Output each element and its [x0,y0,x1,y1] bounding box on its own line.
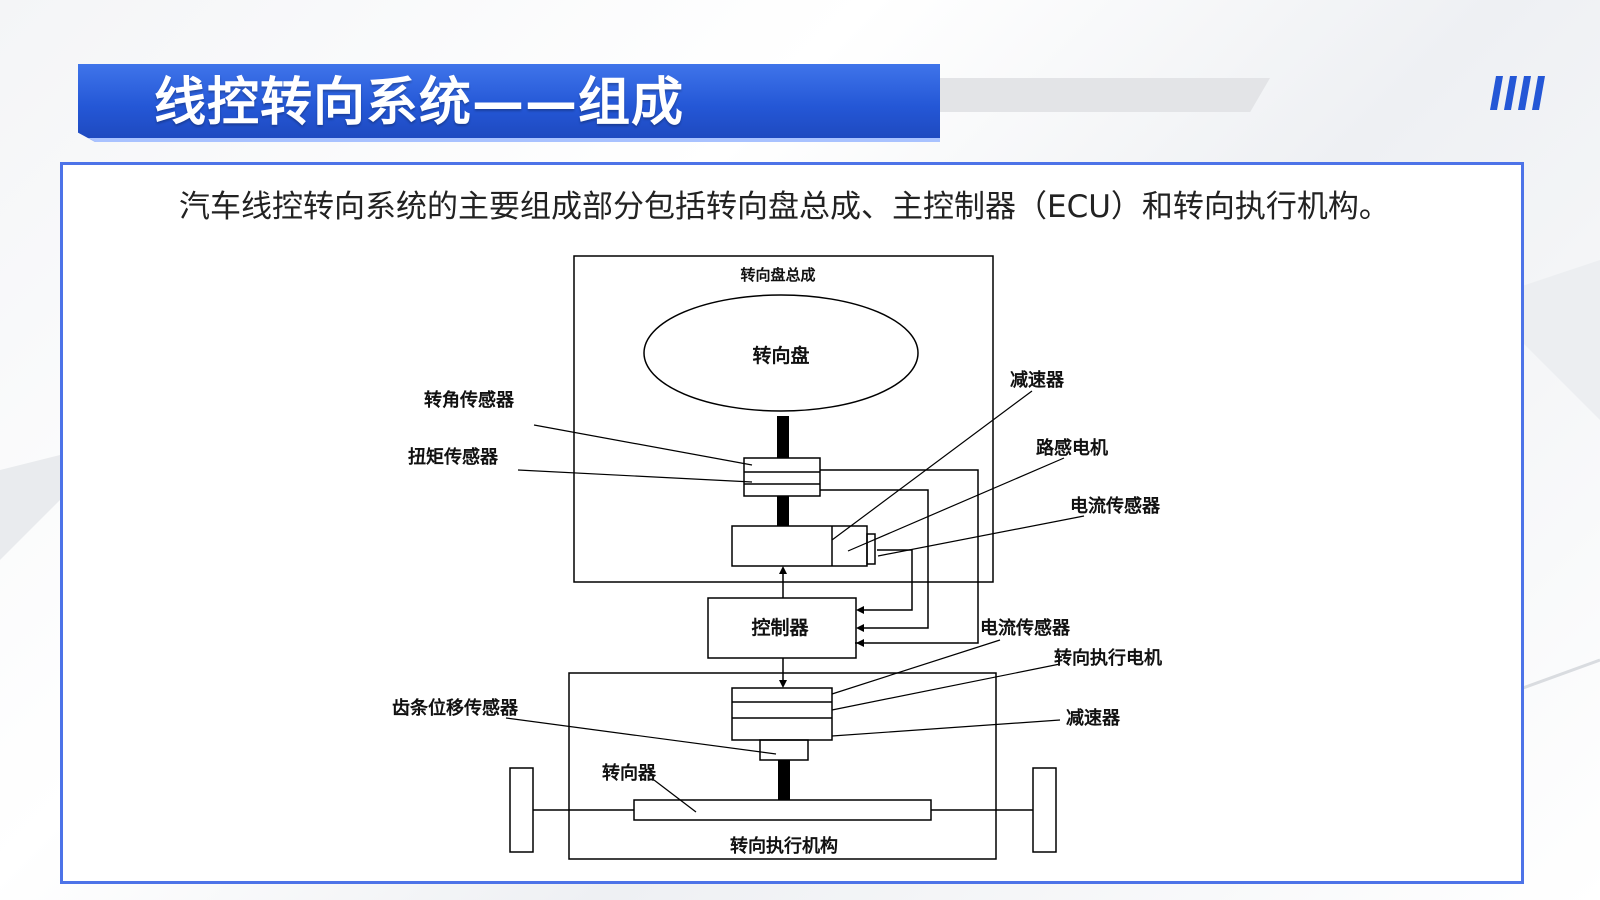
angle-torque-sensor-box [743,457,821,497]
diagonal-stripes-icon [1490,76,1545,110]
middle-shaft [777,496,789,526]
lower-shaft [778,760,790,800]
title-banner-tail [940,78,1270,112]
label-rack-displacement-sensor: 齿条位移传感器 [392,697,519,719]
rack-sensor-box [759,739,809,761]
steering-wheel-shape [643,294,919,412]
current-sensor-top-box [866,533,876,565]
steering-gear-rack [633,799,932,821]
label-angle-sensor: 转角传感器 [424,389,515,411]
label-reducer-top: 减速器 [1010,369,1065,391]
title-banner: 线控转向系统——组成 [78,64,940,142]
content-frame: 汽车线控转向系统的主要组成部分包括转向盘总成、主控制器（ECU）和转向执行机构。 [60,162,1524,884]
label-reducer-bottom: 减速器 [1066,707,1121,729]
actuator-assembly-box [568,672,997,860]
right-wheel [1032,767,1057,853]
actuator-motor-box [731,687,833,741]
label-actuator-assembly: 转向执行机构 [730,835,838,857]
inner-frame [820,469,979,644]
label-current-sensor-bottom: 电流传感器 [980,617,1071,639]
upper-shaft [777,416,789,458]
label-steering-gear: 转向器 [602,762,657,784]
label-controller: 控制器 [751,616,809,639]
left-wheel [509,767,534,853]
label-steering-wheel: 转向盘 [752,344,809,367]
intro-paragraph: 汽车线控转向系统的主要组成部分包括转向盘总成、主控制器（ECU）和转向执行机构。 [179,189,1390,225]
label-steering-actuator-motor: 转向执行电机 [1054,647,1162,669]
label-current-sensor-top: 电流传感器 [1070,495,1161,517]
label-steering-assembly: 转向盘总成 [740,266,815,284]
road-feel-motor-box [731,525,868,567]
label-road-feel-motor: 路感电机 [1036,437,1108,459]
page-title: 线控转向系统——组成 [154,73,685,133]
label-torque-sensor: 扭矩传感器 [408,446,499,468]
